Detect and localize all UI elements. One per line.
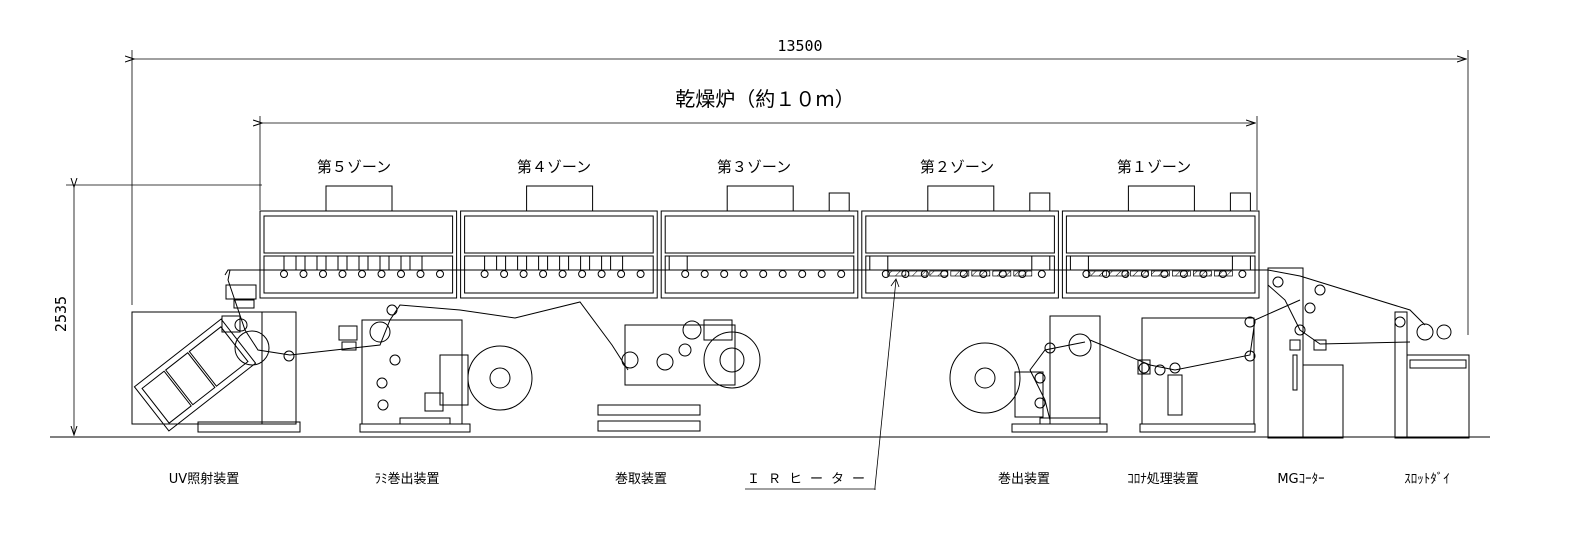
dryer-zone-3 <box>660 185 859 299</box>
ir-heater-leader <box>745 278 900 490</box>
mg-coater-label: MGｺｰﾀｰ <box>1277 472 1324 487</box>
winder-label: 巻取装置 <box>615 472 667 487</box>
zone-3-label: 第３ゾーン <box>717 158 791 176</box>
lami-unwinder-unit <box>338 304 533 433</box>
winder-unit <box>597 319 761 432</box>
dryer-dimension: 乾燥炉（約１０m） <box>260 87 1258 210</box>
dryer-zone-1 <box>1061 185 1260 299</box>
unwinder-unit <box>949 315 1108 433</box>
dryer-zones <box>259 185 1260 299</box>
dryer-zone-2 <box>861 185 1059 299</box>
zone-2-label: 第２ゾーン <box>920 158 994 176</box>
overall-dimension: 13500 <box>132 37 1469 335</box>
height-dimension: 2535 <box>52 185 262 438</box>
dryer-zone-5 <box>259 185 458 299</box>
lami-unwinder-label: ﾗﾐ巻出装置 <box>374 472 439 487</box>
uv-unit <box>131 284 301 433</box>
ir-heater-label: ＩＲヒーター <box>747 472 873 487</box>
zone-1-label: 第１ゾーン <box>1117 158 1191 176</box>
unwinder-label: 巻出装置 <box>998 472 1050 487</box>
corona-unit <box>1137 316 1256 433</box>
height-label: 2535 <box>52 296 70 332</box>
slot-die-label: ｽﾛｯﾄﾀﾞｲ <box>1404 472 1450 487</box>
zone-4-label: 第４ゾーン <box>517 158 591 176</box>
slot-die-unit <box>1394 311 1470 439</box>
overall-length-label: 13500 <box>777 37 822 55</box>
uv-unit-label: UV照射装置 <box>169 471 239 487</box>
zone-5-label: 第５ゾーン <box>317 158 391 176</box>
corona-label: ｺﾛﾅ処理装置 <box>1127 472 1199 487</box>
dryer-zone-4 <box>460 185 658 299</box>
dryer-title: 乾燥炉（約１０m） <box>675 87 854 111</box>
mg-coater-unit <box>1267 267 1344 439</box>
